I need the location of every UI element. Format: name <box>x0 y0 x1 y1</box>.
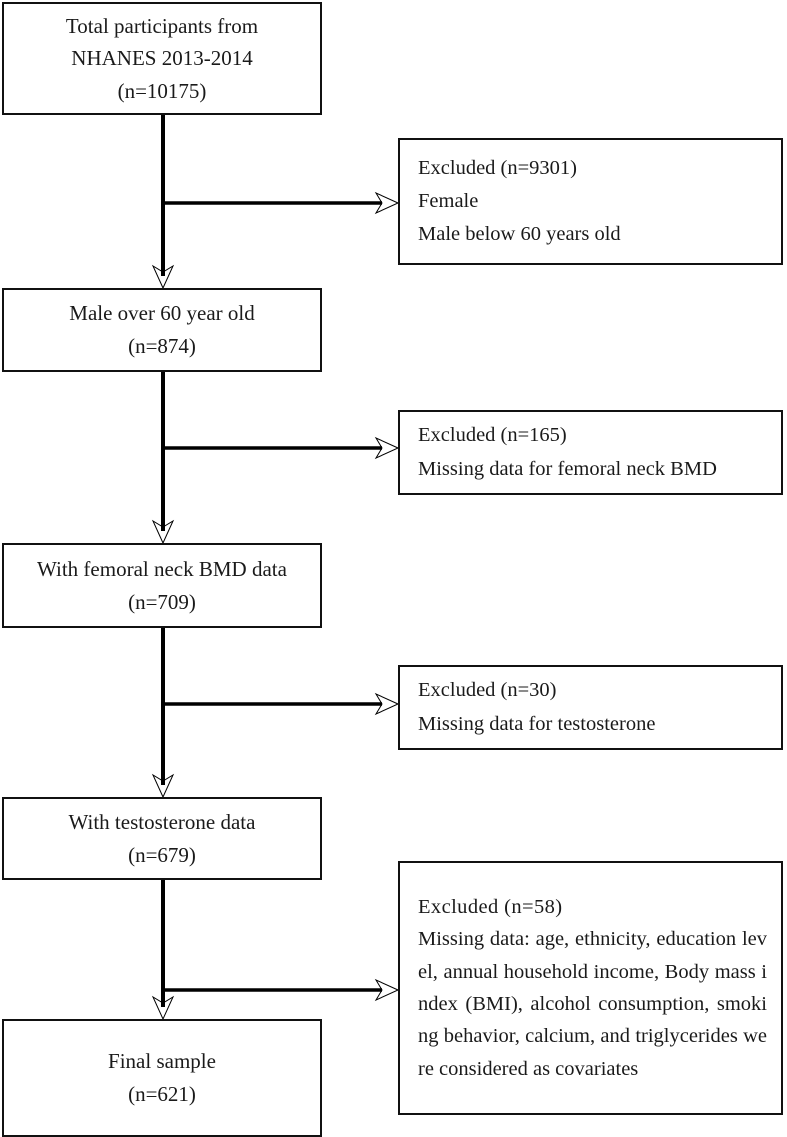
stage-total-line1: Total participants from <box>65 13 259 38</box>
exclusion-2-heading: Excluded (n=165) <box>418 424 567 447</box>
flow-arrow-right-1 <box>374 191 400 215</box>
stage-box-male-over-60: Male over 60 year old (n=874) <box>2 288 322 372</box>
exclusion-3-heading: Excluded (n=30) <box>418 679 557 702</box>
exclusion-box-2: Excluded (n=165) Missing data for femora… <box>398 410 783 495</box>
stage-final-line1: Final sample <box>108 1049 216 1074</box>
exclusion-1-heading: Excluded (n=9301) <box>418 156 578 179</box>
stage-testosterone-line1: With testosterone data <box>68 809 256 834</box>
stage-box-total-participants: Total participants from NHANES 2013-2014… <box>2 2 322 115</box>
flow-arrow-down-4 <box>151 995 175 1021</box>
stage-male60-line1: Male over 60 year old <box>69 301 255 326</box>
stage-total-count: (n=10175) <box>117 78 207 103</box>
exclusion-2-reason-1: Missing data for femoral neck BMD <box>418 457 717 480</box>
stage-box-final-sample: Final sample (n=621) <box>2 1019 322 1137</box>
stage-bmd-line1: With femoral neck BMD data <box>37 556 287 581</box>
stage-testosterone-count: (n=679) <box>128 842 196 867</box>
exclusion-1-reason-1: Female <box>418 189 479 212</box>
exclusion-box-3: Excluded (n=30) Missing data for testost… <box>398 665 783 750</box>
exclusion-4-heading: Excluded (n=58) <box>418 895 563 918</box>
stage-box-with-testosterone: With testosterone data (n=679) <box>2 797 322 880</box>
exclusion-box-4: Excluded (n=58) Missing data: age, ethni… <box>398 861 783 1115</box>
stage-final-count: (n=621) <box>128 1082 196 1106</box>
flow-arrow-down-2 <box>151 519 175 545</box>
flow-arrow-down-3 <box>151 773 175 799</box>
flow-arrow-right-3 <box>374 692 400 716</box>
exclusion-4-reason-1: Missing data: age, ethnicity, education … <box>418 928 767 1080</box>
stage-bmd-count: (n=709) <box>128 589 196 614</box>
flow-arrow-right-4 <box>374 978 400 1002</box>
exclusion-1-reason-2: Male below 60 years old <box>418 223 621 246</box>
stage-total-line2: NHANES 2013-2014 <box>71 46 253 71</box>
flow-arrow-down-1 <box>151 264 175 290</box>
flow-arrow-right-2 <box>374 436 400 460</box>
exclusion-3-reason-1: Missing data for testosterone <box>418 712 656 735</box>
stage-box-with-femoral-neck-bmd: With femoral neck BMD data (n=709) <box>2 543 322 628</box>
exclusion-box-1: Excluded (n=9301) Female Male below 60 y… <box>398 138 783 265</box>
stage-male60-count: (n=874) <box>128 334 196 358</box>
